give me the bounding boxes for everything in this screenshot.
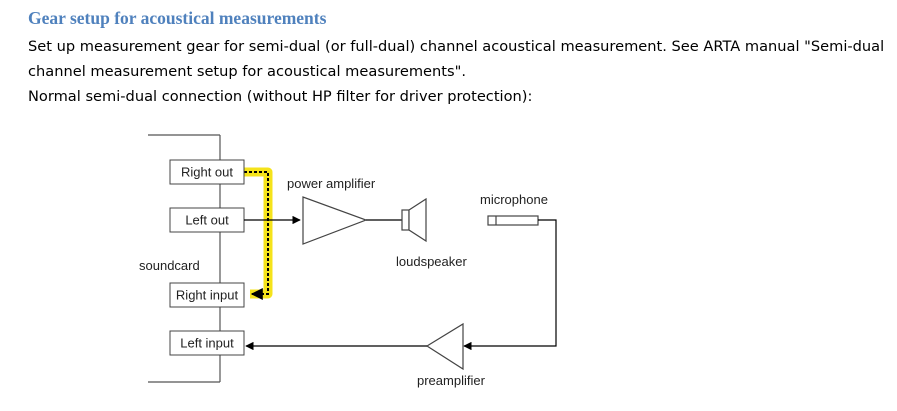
port-left-out-label: Left out: [185, 213, 229, 228]
paragraph-line-2: channel measurement setup for acoustical…: [28, 63, 466, 80]
loopback-dashed-cable: [244, 171, 269, 300]
port-left-out: Left out: [169, 207, 245, 233]
port-right-out-label: Right out: [181, 165, 233, 180]
soundcard-label: soundcard: [139, 258, 200, 273]
cable-microphone-to-preamplifier: [463, 219, 557, 351]
port-right-out: Right out: [169, 159, 245, 185]
loopback-highlight: [244, 167, 273, 299]
power-amplifier-symbol: [302, 196, 368, 245]
paragraph-line-1: Set up measurement gear for semi-dual (o…: [28, 38, 885, 55]
port-left-input: Left input: [169, 330, 245, 356]
section-heading: Gear setup for acoustical measurements: [28, 8, 327, 28]
microphone-symbol: [487, 215, 539, 226]
port-right-input-label: Right input: [176, 288, 239, 303]
loudspeaker-label: loudspeaker: [396, 254, 467, 269]
port-left-input-label: Left input: [180, 336, 234, 351]
power-amplifier-label: power amplifier: [287, 176, 376, 191]
preamplifier-label: preamplifier: [417, 373, 486, 388]
preamplifier-symbol: [425, 322, 464, 371]
port-right-input: Right input: [169, 282, 245, 308]
paragraph-line-3: Normal semi-dual connection (without HP …: [28, 88, 533, 105]
loudspeaker-symbol: [401, 197, 427, 243]
microphone-label: microphone: [480, 192, 548, 207]
